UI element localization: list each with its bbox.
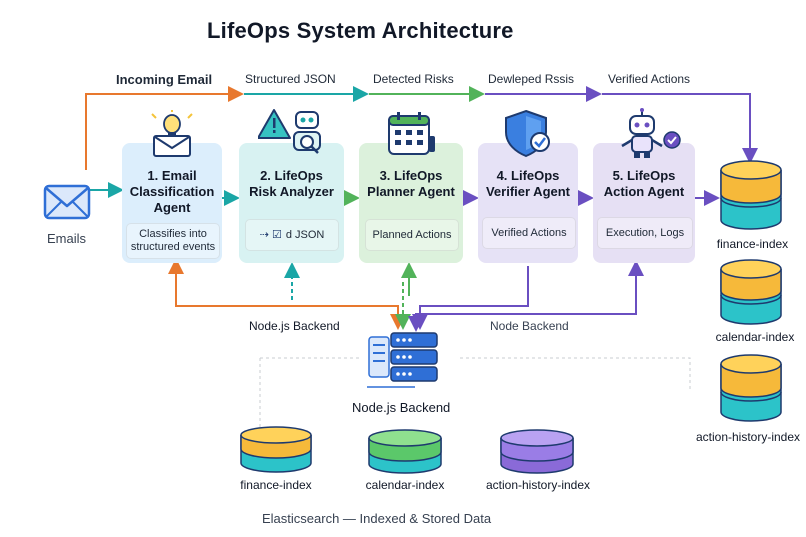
bottom-index-label: finance-index bbox=[240, 478, 312, 492]
calendar-index-db-icon bbox=[718, 257, 784, 327]
bottom-index-label: action-history-index bbox=[485, 478, 591, 492]
finance-index-db-icon bbox=[718, 158, 784, 232]
action-history-index-bottom-db-icon bbox=[498, 428, 576, 476]
elasticsearch-label: Elasticsearch — Indexed & Stored Data bbox=[262, 511, 492, 526]
agent-sub: Classifies into structured events bbox=[126, 223, 220, 259]
robot-check-icon bbox=[614, 108, 684, 160]
flow-label-detected: Detected Risks bbox=[373, 72, 454, 86]
flow-label-verified: Verified Actions bbox=[608, 72, 691, 86]
agent-card-3: 3. LifeOps Planner Agent Planned Actions bbox=[359, 143, 463, 263]
flow-label-incoming: Incoming Email bbox=[116, 72, 213, 87]
emails-envelope-icon bbox=[42, 180, 94, 224]
agent-title: 1. Email Classification Agent bbox=[129, 168, 215, 215]
action-history-index-db-icon bbox=[718, 352, 784, 424]
agent-sub-text: d JSON bbox=[285, 228, 325, 241]
backend-left-label: Node.js Backend bbox=[249, 319, 340, 333]
agent-sub: Planned Actions bbox=[365, 219, 459, 251]
finance-index-bottom-db-icon bbox=[238, 425, 314, 475]
agent-card-1: 1. Email Classification Agent Classifies… bbox=[122, 143, 222, 263]
calendar-icon bbox=[385, 110, 439, 160]
calendar-index-bottom-db-icon bbox=[366, 428, 444, 476]
envelope-bulb-icon bbox=[150, 110, 194, 158]
flow-label-developed: Dewleped Rssis bbox=[488, 72, 575, 86]
agent-sub: ⇢ ☑ d JSON bbox=[245, 219, 339, 251]
agent-sub: Execution, Logs bbox=[597, 217, 693, 249]
emails-label: Emails bbox=[47, 231, 87, 246]
flow-label-structured: Structured JSON bbox=[245, 72, 336, 86]
flow-line-verified bbox=[602, 93, 758, 164]
diagram-title: LifeOps System Architecture bbox=[207, 18, 514, 43]
agent-sub: Verified Actions bbox=[482, 217, 576, 249]
agent-title: 5. LifeOps Action Agent bbox=[603, 168, 685, 199]
right-index-label: finance-index bbox=[716, 237, 789, 251]
server-label: Node.js Backend bbox=[352, 400, 451, 415]
flow-line-incoming bbox=[85, 86, 244, 170]
shield-check-icon bbox=[502, 108, 552, 158]
agent-card-2: 2. LifeOps Risk Analyzer ⇢ ☑ d JSON bbox=[239, 143, 344, 263]
agent-card-4: 4. LifeOps Verifier Agent Verified Actio… bbox=[478, 143, 578, 263]
agent-title: 4. LifeOps Verifier Agent bbox=[485, 168, 571, 199]
server-icon bbox=[365, 331, 441, 395]
agent-title: 3. LifeOps Planner Agent bbox=[367, 168, 455, 199]
bottom-index-label: calendar-index bbox=[365, 478, 445, 492]
backend-right-label: Node Backend bbox=[490, 319, 569, 333]
agent-card-5: 5. LifeOps Action Agent Execution, Logs bbox=[593, 143, 695, 263]
right-index-label: calendar-index bbox=[715, 330, 795, 344]
warning-robot-icon bbox=[257, 106, 324, 158]
agent-title: 2. LifeOps Risk Analyzer bbox=[249, 168, 334, 199]
right-index-label: action-history-index bbox=[695, 430, 801, 444]
json-doc-icon: ⇢ ☑ bbox=[259, 228, 282, 241]
